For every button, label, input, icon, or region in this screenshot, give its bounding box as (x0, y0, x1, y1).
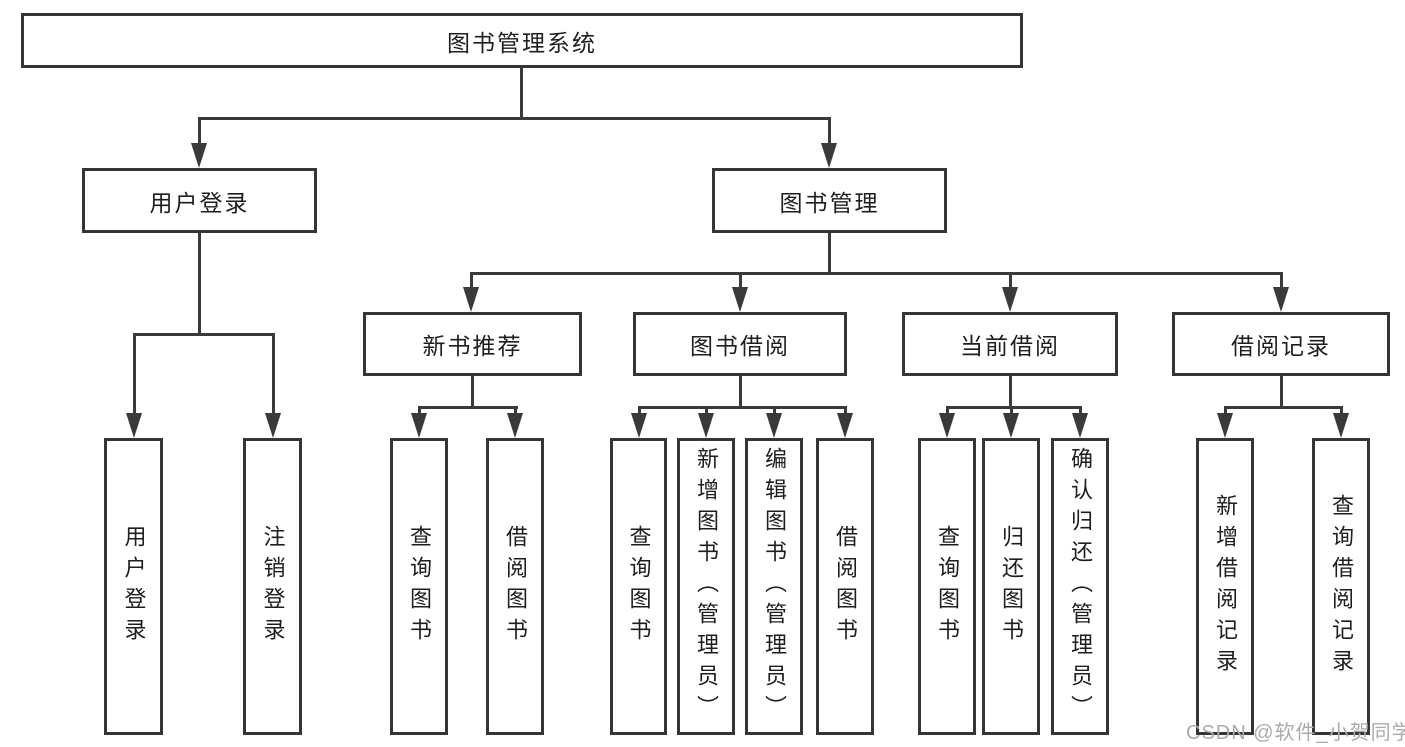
node-leaf-add-borrow-record: 新增借阅记录 (1196, 438, 1254, 735)
connector-line (133, 333, 275, 336)
node-leaf-query-books: 查询图书 (918, 438, 976, 735)
connector-line (1009, 376, 1012, 408)
connector-line (1340, 406, 1343, 415)
arrow-down-icon (1333, 413, 1349, 438)
node-borrowing-records: 借阅记录 (1172, 312, 1390, 376)
node-leaf-borrow-books: 借阅图书 (486, 438, 544, 735)
arrow-down-icon (1003, 413, 1019, 438)
node-leaf-query-books: 查询图书 (610, 438, 667, 735)
node-new-book-recommendation: 新书推荐 (363, 312, 582, 376)
arrow-down-icon (837, 413, 853, 438)
leaf-label: 查询图书 (626, 524, 652, 649)
leaf-label: 用户登录 (121, 524, 147, 649)
arrow-down-icon (1072, 413, 1088, 438)
connector-line (133, 333, 136, 413)
node-book-management: 图书管理 (712, 168, 947, 233)
node-leaf-borrow-books: 借阅图书 (816, 438, 874, 735)
connector-line (272, 333, 275, 413)
connector-line (828, 117, 831, 145)
node-user-login: 用户登录 (82, 168, 317, 233)
node-leaf-user-login: 用户登录 (104, 438, 163, 735)
leaf-label: 借阅图书 (503, 524, 528, 649)
leaf-label: 新增借阅记录 (1213, 493, 1238, 680)
connector-line (946, 406, 949, 415)
arrow-down-icon (507, 413, 523, 438)
arrow-down-icon (732, 287, 748, 312)
leaf-label: 查询图书 (935, 524, 960, 649)
connector-line (1009, 272, 1012, 288)
connector-line (471, 376, 474, 408)
arrow-down-icon (126, 413, 142, 438)
leaf-label: 注销登录 (260, 524, 286, 649)
connector-line (828, 233, 831, 275)
node-leaf-query-books: 查询图书 (390, 438, 448, 735)
arrow-down-icon (1217, 413, 1233, 438)
node-current-borrowing: 当前借阅 (902, 312, 1118, 376)
leaf-label: 确认归还（管理员） (1068, 447, 1093, 726)
arrow-down-icon (411, 413, 427, 438)
arrow-down-icon (191, 143, 207, 168)
connector-line (1224, 406, 1227, 415)
connector-line (946, 406, 1082, 409)
connector-line (638, 406, 641, 415)
node-book-borrowing: 图书借阅 (633, 312, 847, 376)
connector-line (1079, 406, 1082, 415)
connector-line (418, 406, 518, 409)
node-leaf-add-books-admin: 新增图书（管理员） (677, 438, 735, 735)
connector-line (470, 272, 473, 288)
node-leaf-logout: 注销登录 (243, 438, 302, 735)
leaf-label: 查询借阅记录 (1329, 493, 1354, 680)
connector-line (739, 272, 742, 288)
node-leaf-confirm-return-admin: 确认归还（管理员） (1051, 438, 1109, 735)
node-leaf-edit-books-admin: 编辑图书（管理员） (745, 438, 803, 735)
connector-line (198, 117, 831, 120)
arrow-down-icon (766, 413, 782, 438)
connector-line (470, 272, 1283, 275)
connector-line (418, 406, 421, 415)
connector-line (773, 406, 776, 415)
connector-line (1010, 406, 1013, 415)
connector-line (520, 68, 523, 118)
leaf-label: 新增图书（管理员） (694, 447, 719, 726)
leaf-label: 编辑图书（管理员） (762, 447, 787, 726)
arrow-down-icon (939, 413, 955, 438)
connector-line (705, 406, 708, 415)
arrow-down-icon (463, 287, 479, 312)
connector-line (844, 406, 847, 415)
arrow-down-icon (1273, 287, 1289, 312)
node-leaf-query-borrow-record: 查询借阅记录 (1312, 438, 1370, 735)
leaf-label: 查询图书 (407, 524, 432, 649)
leaf-label: 借阅图书 (833, 524, 858, 649)
connector-line (198, 233, 201, 336)
arrow-down-icon (631, 413, 647, 438)
arrow-down-icon (698, 413, 714, 438)
arrow-down-icon (821, 143, 837, 168)
connector-line (514, 406, 517, 415)
connector-line (1280, 376, 1283, 408)
leaf-label: 归还图书 (999, 524, 1024, 649)
connector-line (1280, 272, 1283, 288)
arrow-down-icon (265, 413, 281, 438)
watermark: CSDN @软件_小贺同学 (1186, 722, 1405, 744)
connector-line (198, 117, 201, 145)
connector-line (638, 406, 846, 409)
node-library-management-system: 图书管理系统 (21, 13, 1023, 68)
connector-line (739, 376, 742, 408)
connector-line (1224, 406, 1342, 409)
node-leaf-return-books: 归还图书 (982, 438, 1040, 735)
arrow-down-icon (1002, 287, 1018, 312)
